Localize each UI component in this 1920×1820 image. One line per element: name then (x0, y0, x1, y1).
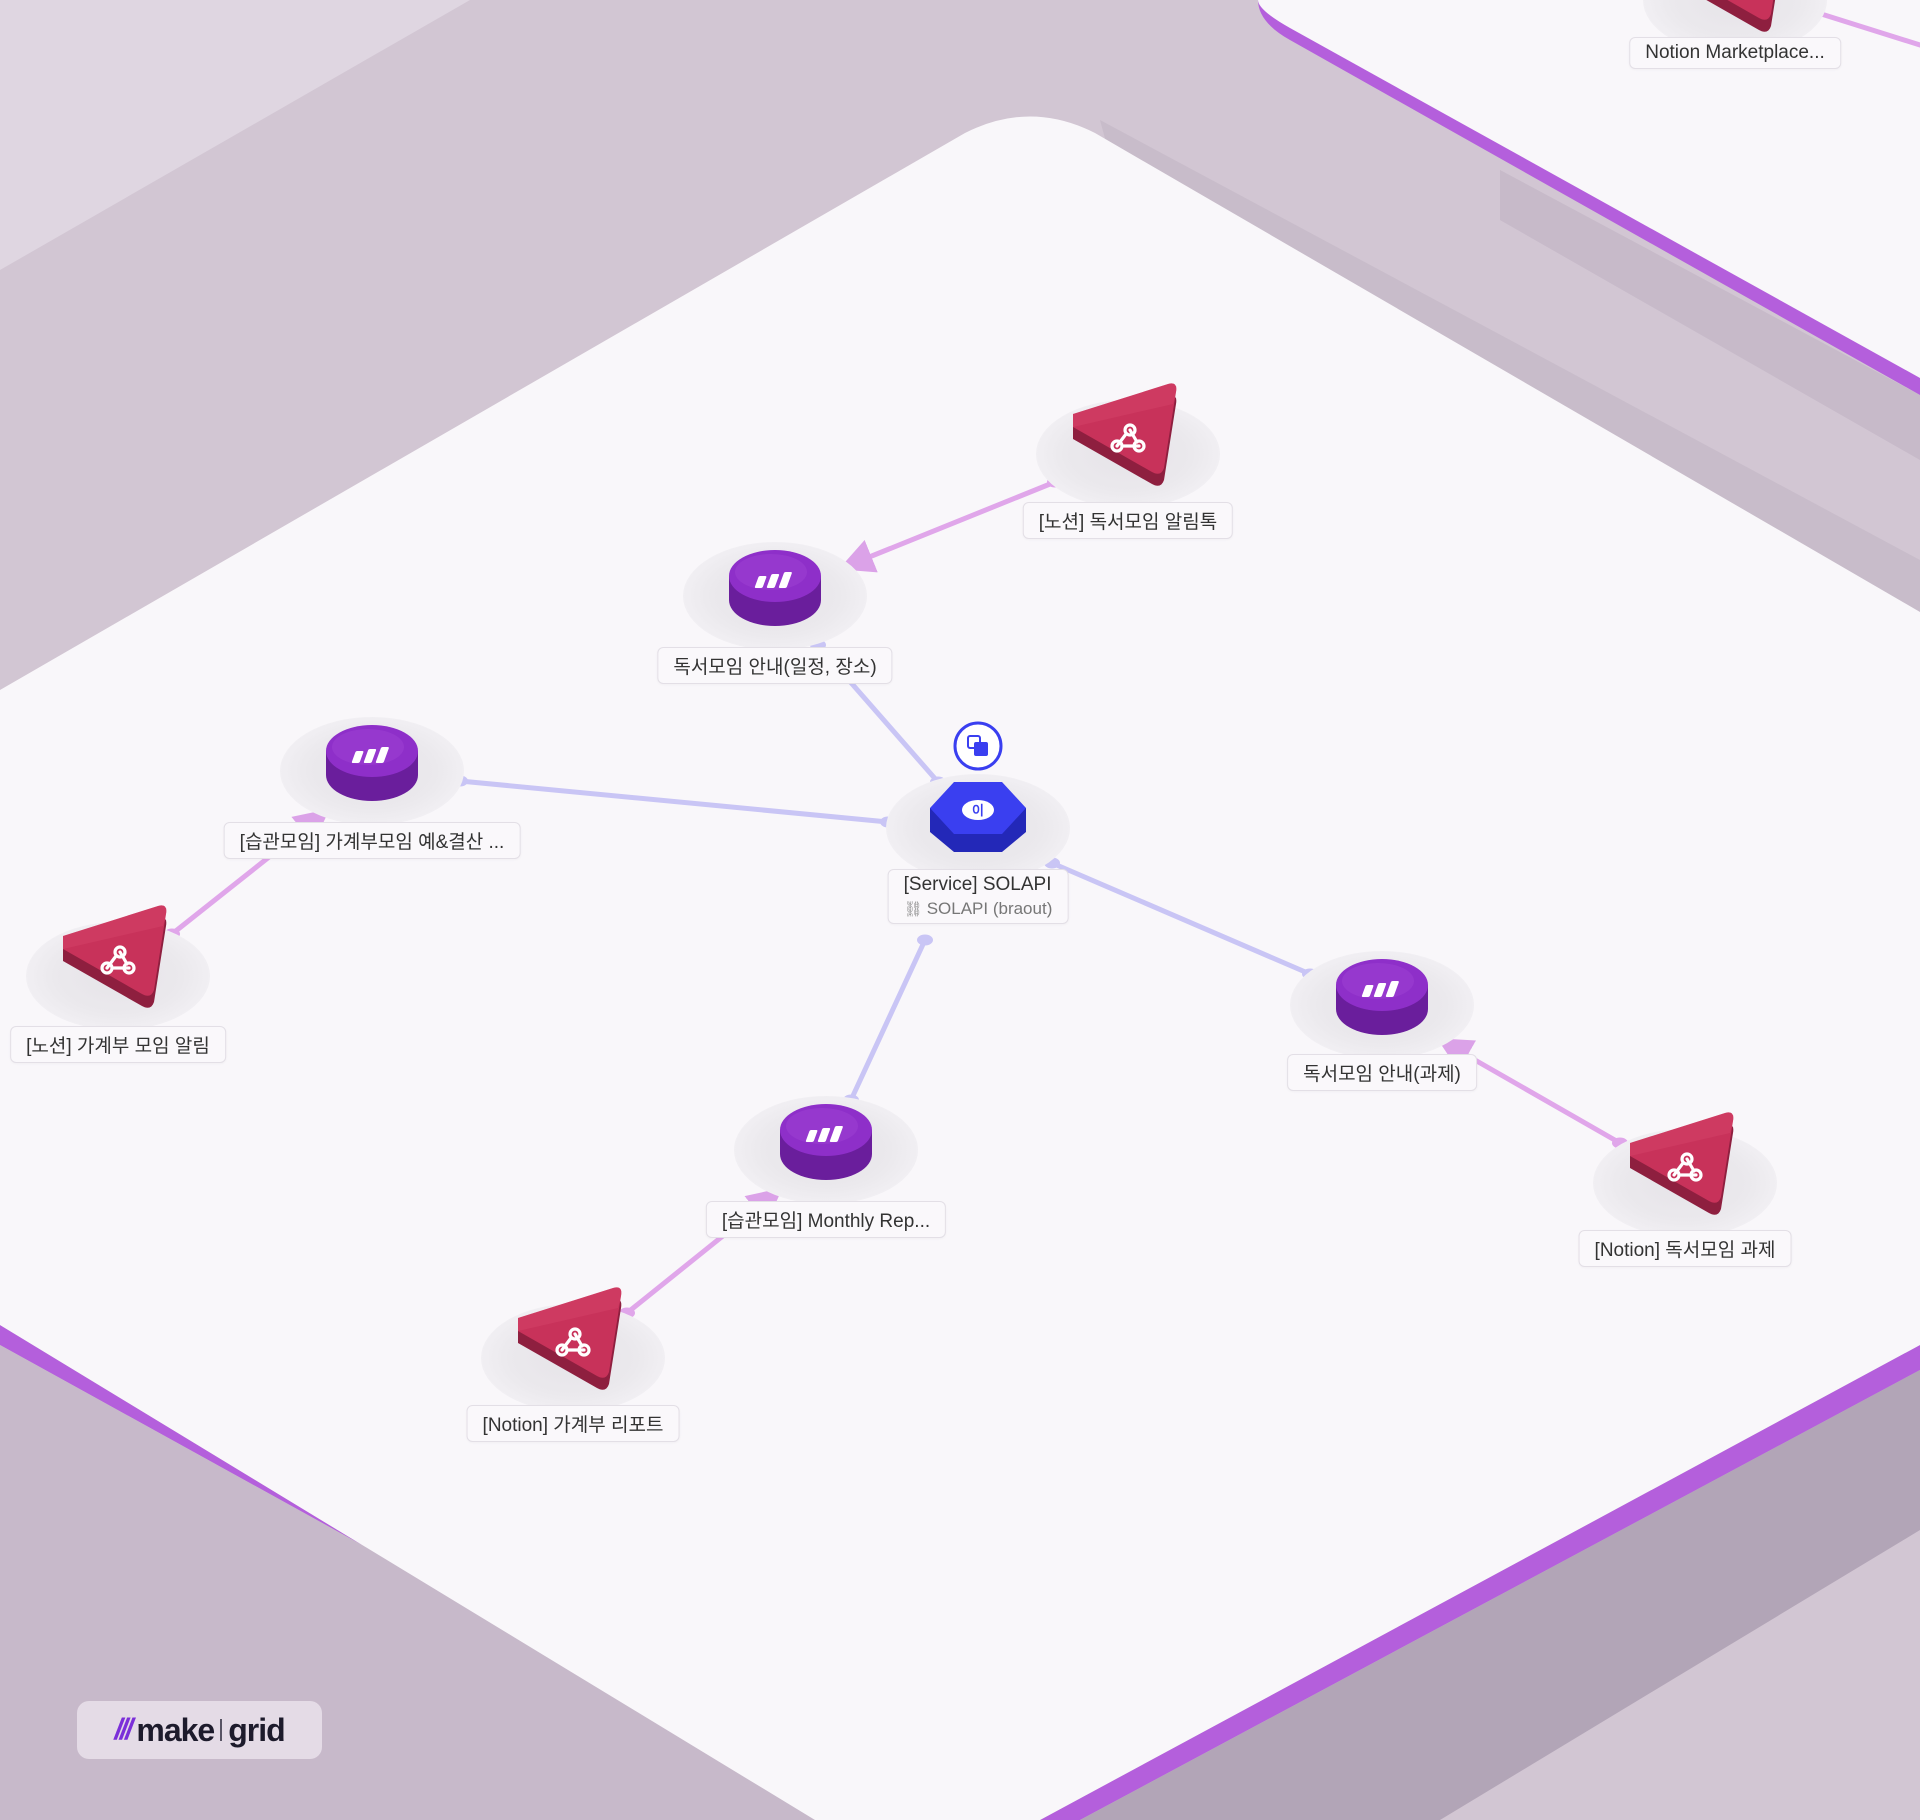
make-logo-icon (754, 572, 792, 588)
node-label-notion-reading-assignment[interactable]: [Notion] 독서모임 과제 (1578, 1230, 1792, 1267)
node-label-text: 독서모임 안내(일정, 장소) (673, 657, 877, 678)
logo-word-make: make (136, 1711, 215, 1748)
top-right-platform (1258, 0, 1920, 460)
webhook-icon (555, 1327, 591, 1357)
node-label-text: [습관모임] Monthly Rep... (721, 1211, 931, 1232)
node-label-notion-budget-alert[interactable]: [노션] 가계부 모임 알림 (10, 1026, 226, 1063)
webhook-icon (1667, 1152, 1703, 1182)
edge-notion-reading-alimtalk-to-reading-guide-schedule (838, 479, 1058, 573)
logo-word-grid: grid (228, 1711, 285, 1748)
edge-notion-marketplace-outgoing (1812, 9, 1920, 48)
webhook-icon (1110, 423, 1146, 453)
make-logo-icon (351, 747, 389, 763)
node-label-reading-guide-schedule[interactable]: 독서모임 안내(일정, 장소) (657, 647, 893, 684)
node-label-reading-guide-assignment[interactable]: 독서모임 안내(과제) (1287, 1054, 1477, 1091)
node-label-text: [Notion] 독서모임 과제 (1594, 1240, 1776, 1261)
edge-habit-budget-settlement-to-service-solapi (457, 778, 891, 825)
node-label-text: [Service] SOLAPI (903, 874, 1052, 895)
make-grid-logo: /// make grid (77, 1701, 322, 1759)
node-reading-guide-schedule[interactable] (683, 542, 867, 650)
copy-icon[interactable] (953, 721, 1003, 771)
node-label-text: Notion Marketplace... (1645, 42, 1825, 63)
node-label-habit-budget-settlement[interactable]: [습관모임] 가계부모임 예&결산 ... (223, 822, 521, 859)
node-service-solapi[interactable]: 이 (886, 774, 1070, 882)
node-label-text: [노션] 독서모임 알림톡 (1038, 512, 1218, 533)
node-notion-budget-alert[interactable] (26, 905, 210, 1030)
link-icon: ⛓ (903, 901, 923, 918)
node-habit-budget-settlement[interactable] (280, 717, 464, 825)
edge-habit-monthly-report-to-service-solapi (848, 937, 928, 1103)
node-notion-reading-assignment[interactable] (1593, 1112, 1777, 1237)
make-logo-icon (805, 1126, 843, 1142)
solapi-icon: 이 (962, 800, 994, 820)
node-notion-budget-report[interactable] (481, 1287, 665, 1412)
logo-divider (220, 1719, 223, 1741)
node-label-notion-budget-report[interactable]: [Notion] 가계부 리포트 (466, 1405, 680, 1442)
node-label-service-solapi[interactable]: [Service] SOLAPI ⛓SOLAPI (braout) (887, 869, 1069, 924)
background-shade-top-left (0, 0, 470, 270)
edge-endpoint-dot (917, 934, 933, 946)
node-notion-reading-alimtalk[interactable] (1036, 383, 1220, 508)
node-label-notion-marketplace[interactable]: Notion Marketplace... (1629, 37, 1841, 69)
node-label-text: 독서모임 안내(과제) (1303, 1064, 1461, 1085)
webhook-icon (100, 945, 136, 975)
node-connection-sublabel: ⛓SOLAPI (braout) (904, 899, 1053, 919)
make-m-mark-icon: /// (114, 1713, 133, 1746)
node-reading-guide-assignment[interactable] (1290, 951, 1474, 1059)
node-label-text: [노션] 가계부 모임 알림 (26, 1036, 210, 1057)
main-platform (0, 116, 1920, 1820)
svg-text:이: 이 (972, 803, 984, 819)
scenario-nodes: 이 (26, 0, 1827, 1412)
edge-reading-guide-assignment-to-service-solapi (1049, 860, 1313, 977)
node-label-text: [습관모임] 가계부모임 예&결산 ... (239, 832, 505, 853)
node-label-text: [Notion] 가계부 리포트 (482, 1415, 664, 1436)
node-label-habit-monthly-report[interactable]: [습관모임] Monthly Rep... (705, 1201, 947, 1238)
node-label-notion-reading-alimtalk[interactable]: [노션] 독서모임 알림톡 (1022, 502, 1234, 539)
node-sublabel-text: SOLAPI (braout) (926, 899, 1053, 918)
node-habit-monthly-report[interactable] (734, 1096, 918, 1204)
make-logo-icon (1361, 981, 1399, 997)
